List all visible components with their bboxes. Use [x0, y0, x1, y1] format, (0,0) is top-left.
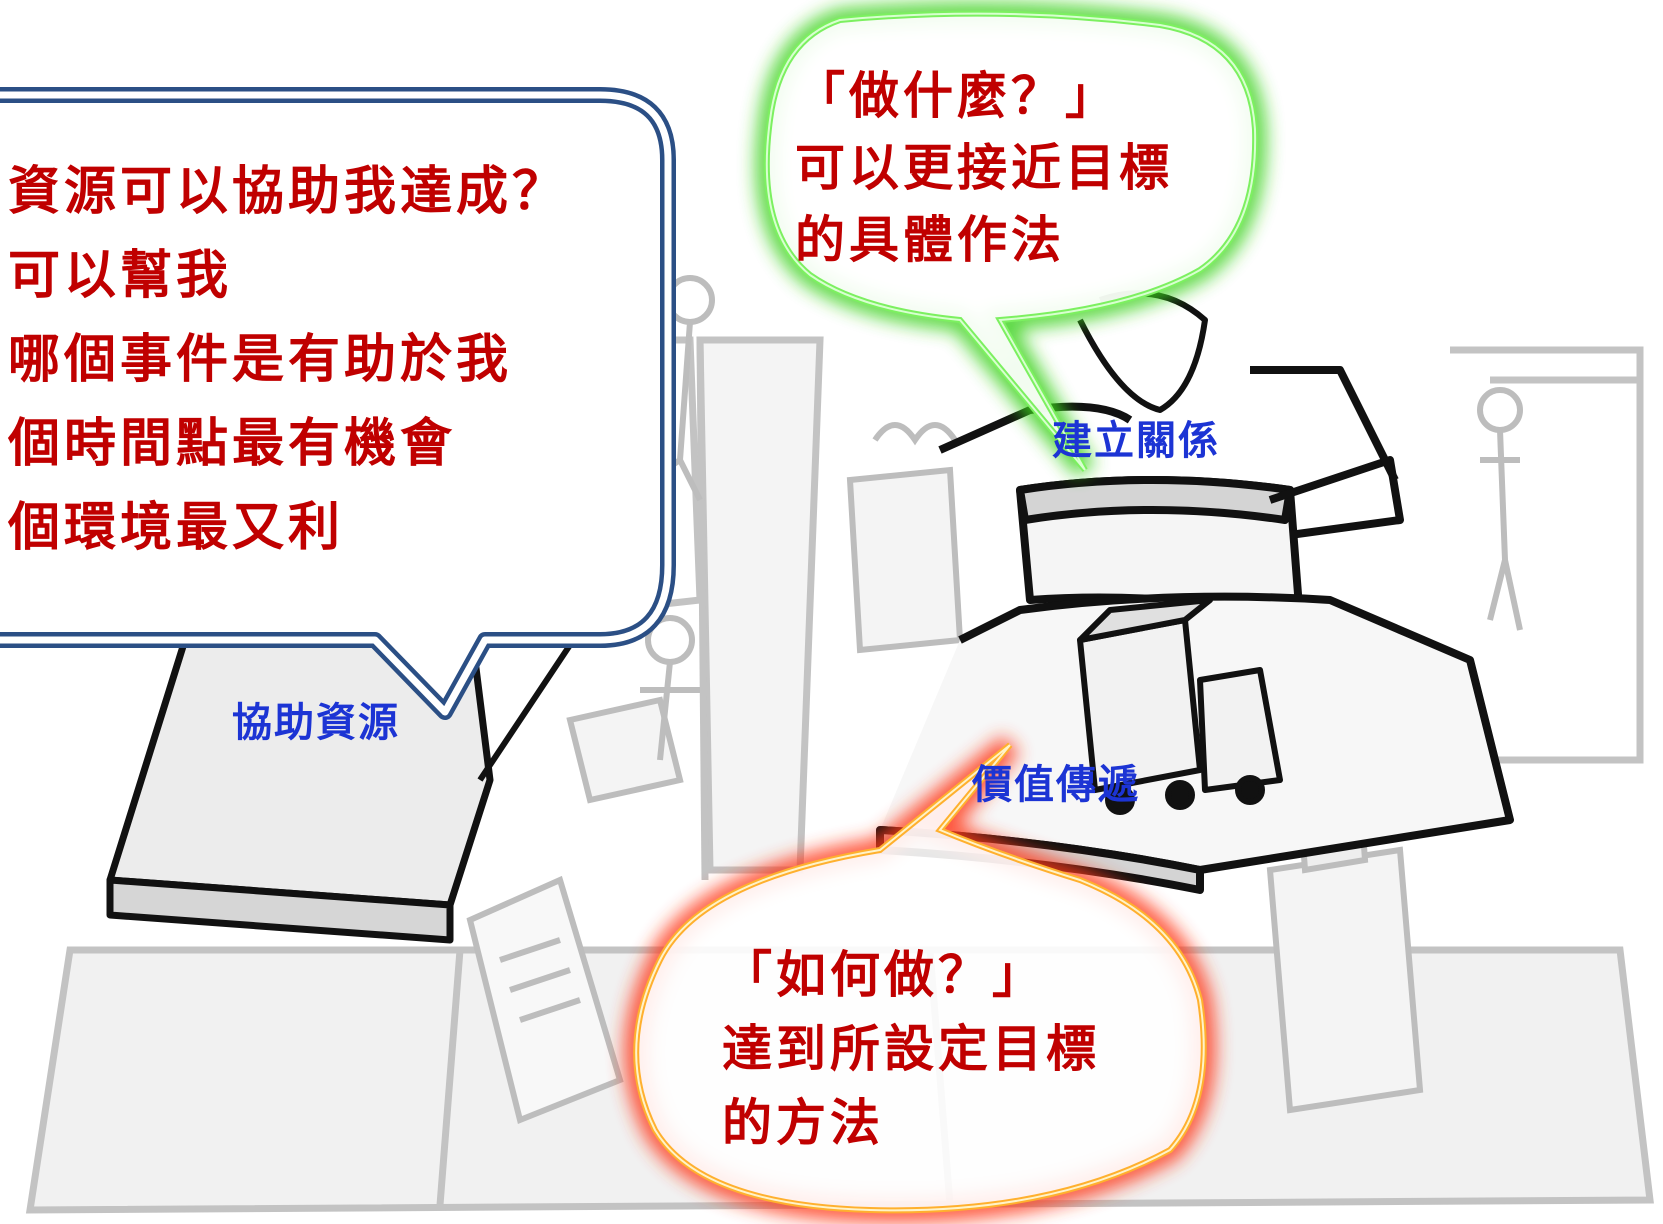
bubble-line: 可以幫我 — [8, 246, 233, 306]
what-speech-bubble — [755, 2, 1267, 478]
resources-label: 協助資源 — [232, 700, 400, 746]
bubble-line: 「做什麼？」 — [795, 67, 1119, 125]
how-bubble-text: 「如何做？」 達到所設定目標 的方法 — [722, 938, 1100, 1160]
bubble-line: 的具體作法 — [795, 211, 1065, 269]
bubble-line: 的方法 — [722, 1094, 884, 1152]
bubble-line: 哪個事件是有助於我 — [8, 330, 513, 390]
truck-illustration — [1077, 597, 1283, 815]
what-bubble-text: 「做什麼？」 可以更接近目標 的具體作法 — [795, 60, 1173, 276]
bubble-line: 「如何做？」 — [722, 946, 1046, 1004]
bubble-line: 個時間點最有機會 — [8, 414, 457, 474]
resources-bubble-text: 資源可以協助我達成？ 可以幫我 哪個事件是有助於我 個時間點最有機會 個環境最又… — [8, 150, 568, 570]
bubble-line: 個環境最又利 — [8, 498, 345, 558]
bubble-line: 資源可以協助我達成？ — [8, 162, 569, 222]
bubble-line: 可以更接近目標 — [795, 139, 1173, 197]
relationships-label: 建立關係 — [1052, 418, 1220, 464]
value-delivery-label: 價值傳遞 — [972, 762, 1140, 808]
resources-speech-bubble — [0, 87, 676, 720]
how-speech-bubble — [624, 735, 1216, 1223]
bubble-line: 達到所設定目標 — [722, 1020, 1100, 1078]
